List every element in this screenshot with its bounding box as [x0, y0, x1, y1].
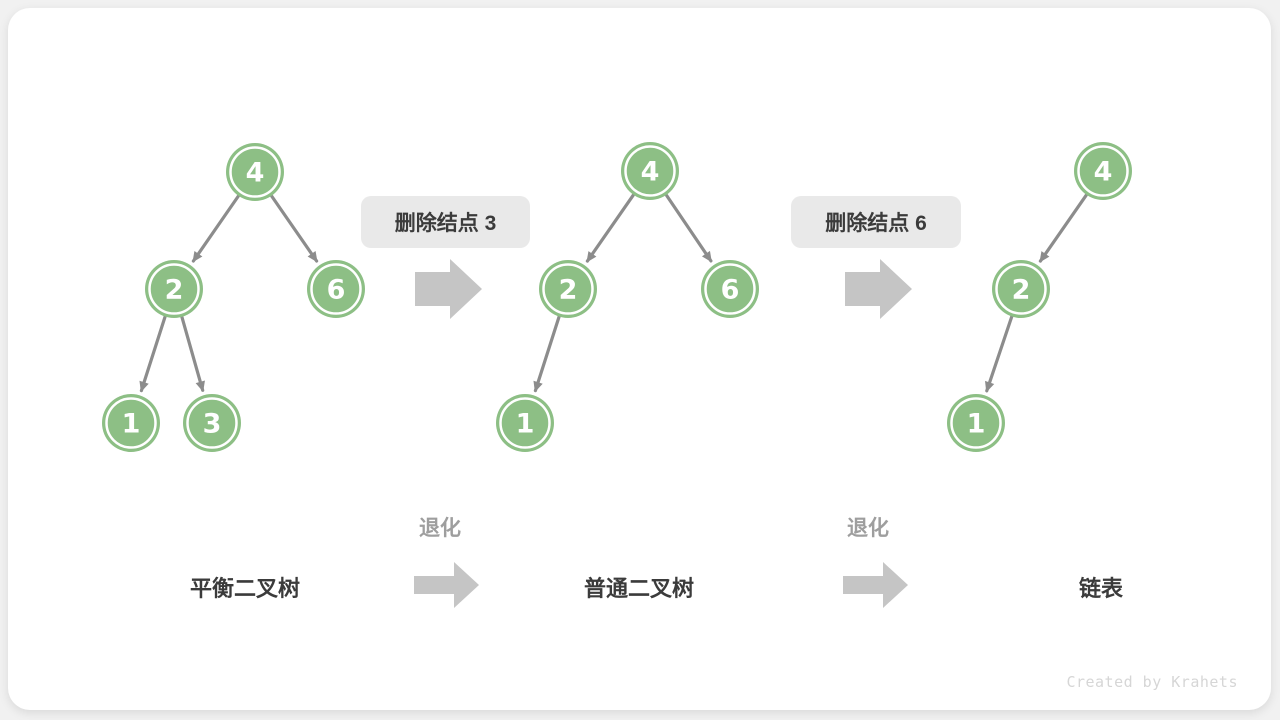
- node-value: 6: [721, 275, 740, 306]
- tree-edge: [139, 315, 167, 393]
- tree-edge: [533, 315, 561, 393]
- tree-title-ordinary-binary: 普通二叉树: [583, 576, 695, 601]
- tree-node: 1: [947, 394, 1005, 452]
- node-value: 4: [1094, 157, 1113, 188]
- tree-node: 2: [539, 260, 597, 318]
- tree-node: 2: [145, 260, 203, 318]
- tree-title-linked-list: 链表: [1078, 576, 1124, 601]
- node-value: 4: [641, 157, 660, 188]
- tree-edge: [985, 314, 1014, 393]
- degrade-label: 退化: [847, 517, 889, 540]
- tree-node: 6: [307, 260, 365, 318]
- node-value: 2: [559, 275, 578, 306]
- tree-node: 1: [102, 394, 160, 452]
- tree-edge: [191, 194, 241, 263]
- tree-edge: [1038, 193, 1089, 263]
- transition-arrow-icon: [845, 259, 912, 319]
- operation-label-delete-node-3: 删除结点 3: [361, 196, 530, 248]
- degrade-label: 退化: [419, 517, 461, 540]
- tree-edge: [180, 315, 205, 392]
- tree-edge: [269, 194, 319, 263]
- tree-node: 4: [1074, 142, 1132, 200]
- tree-balanced-binary: 4 2 6 1 3: [102, 143, 365, 452]
- node-value: 6: [327, 275, 346, 306]
- operation-label-delete-node-6: 删除结点 6: [791, 196, 961, 248]
- node-value: 1: [122, 409, 141, 440]
- node-value: 2: [1012, 275, 1031, 306]
- node-value: 2: [165, 275, 184, 306]
- tree-degradation-diagram: 4 2 6 1 3: [102, 142, 1132, 608]
- node-value: 3: [203, 409, 222, 440]
- degrade-arrow-icon: [843, 562, 908, 608]
- degrade-arrow-icon: [414, 562, 479, 608]
- diagram-card: 4 2 6 1 3: [8, 8, 1271, 710]
- node-value: 1: [516, 409, 535, 440]
- node-value: 1: [967, 409, 986, 440]
- credit-watermark: Created by Krahets: [1066, 673, 1238, 691]
- tree-edge: [585, 193, 636, 263]
- tree-node: 1: [496, 394, 554, 452]
- tree-node: 4: [621, 142, 679, 200]
- tree-ordinary-binary: 4 2 6 1: [496, 142, 759, 452]
- tree-node: 4: [226, 143, 284, 201]
- tree-node: 6: [701, 260, 759, 318]
- tree-node: 2: [992, 260, 1050, 318]
- tree-node: 3: [183, 394, 241, 452]
- tree-edge: [664, 193, 713, 263]
- tree-linked-list: 4 2 1: [947, 142, 1132, 452]
- transition-arrow-icon: [415, 259, 482, 319]
- tree-title-balanced-binary: 平衡二叉树: [189, 576, 301, 601]
- node-value: 4: [246, 158, 265, 189]
